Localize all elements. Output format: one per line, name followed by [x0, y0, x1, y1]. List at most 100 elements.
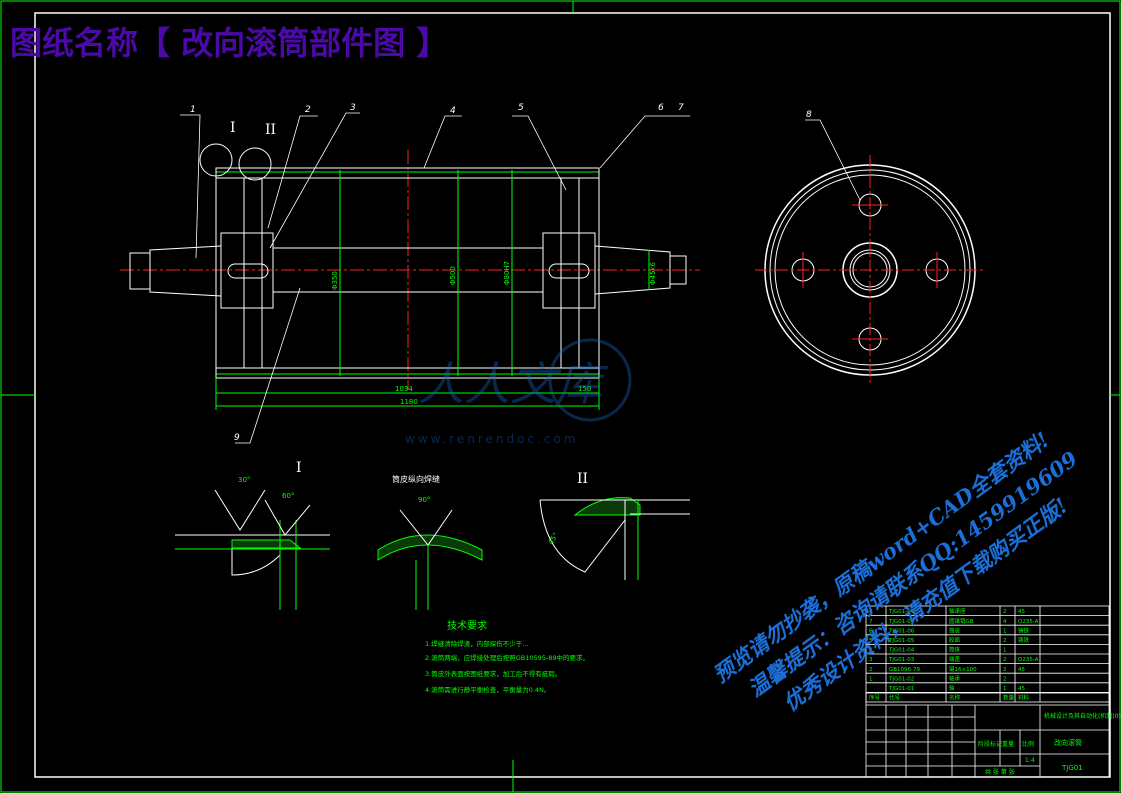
bom-cell: Q235-A — [1018, 619, 1039, 625]
detail-i-angle-30: 30° — [238, 476, 250, 484]
detail-circle-ii — [238, 147, 272, 181]
bom-cell: 筒体 — [949, 646, 961, 654]
detail-view-ii — [539, 497, 690, 580]
bom-cell: 6 — [869, 628, 873, 634]
tb-part-name: 改向滚筒 — [1054, 738, 1082, 747]
tech-req-item-3: 3.筒皮外表面按图纸要求，加工后不得有疵瑕。 — [425, 669, 561, 678]
shaft-left-end — [149, 245, 222, 297]
bom-cell: 7 — [869, 619, 873, 625]
detail-i-title: I — [296, 460, 302, 476]
tb-scale-value: 1:4 — [1025, 757, 1035, 764]
dim-text-vert-2: Φ500 — [449, 266, 457, 285]
detail-ii-angle: 45° — [547, 531, 560, 546]
balloon-8: 8 — [806, 110, 812, 120]
bom-cell: 键16×100 — [949, 665, 977, 673]
bom-cell: 铸铁 — [1018, 636, 1030, 644]
bom-cell: Q235-A — [1018, 657, 1039, 663]
logo-circle — [548, 338, 632, 422]
bom-cell: 胶面 — [949, 636, 961, 644]
bom-cell: TJG01-07 — [888, 619, 915, 625]
dim-text-vert-1: Φ350 — [331, 271, 339, 290]
bom-cell: 45 — [1018, 667, 1025, 673]
end-disc-right — [560, 177, 580, 369]
bom-cell: TJG01-07 — [888, 609, 915, 615]
side-view — [755, 155, 985, 385]
bom-cell: TJG01-04 — [888, 648, 915, 654]
bom-cell: 代号 — [889, 694, 901, 702]
bom-cell: 1 — [1003, 648, 1007, 654]
tech-req-heading: 技术要求 — [447, 619, 487, 632]
logo-url: www.renrendoc.com — [405, 432, 578, 446]
tb-stage-label: 阶段标记 — [978, 740, 1002, 748]
tech-req-item-2: 2.滚筒两端，应焊接处理后按照GB10595-89中的要求。 — [425, 653, 589, 662]
bom-cell: 铸铁 — [1018, 626, 1030, 634]
leader-3 — [269, 112, 360, 249]
balloon-5: 5 — [518, 103, 524, 113]
bom-cell: 数量 — [1003, 694, 1015, 702]
tech-req-item-4: 4.滚筒需进行静平衡检查，平衡量为0.4N。 — [425, 685, 550, 694]
bom-cell: 端盖 — [949, 655, 961, 663]
bom-cell: 轴承座 — [949, 607, 966, 615]
bom-cell: 圆锥销GB — [949, 617, 974, 625]
shaft-right-tip — [669, 255, 687, 285]
detail-circle-i — [199, 143, 233, 177]
dim-text-1034: 1034 — [395, 385, 413, 393]
bom-cell: 4 — [1003, 619, 1007, 625]
shaft-left-tip — [129, 252, 151, 290]
dim-text-1180: 1180 — [400, 398, 418, 406]
dim-text-vert-3: Φ80H7 — [503, 261, 511, 285]
bom-cell: 轴 — [949, 684, 955, 692]
leader-lines — [180, 112, 861, 444]
leader-5 — [512, 115, 567, 191]
bom-cell: 2 — [1003, 676, 1007, 682]
leader-8 — [805, 119, 861, 201]
logo-text: 人人文库 — [418, 357, 609, 411]
bom-cell: 2 — [1003, 657, 1007, 663]
detail-marker-i: I — [230, 120, 236, 136]
keyway-right — [548, 263, 590, 279]
tb-weight-label: 重量 — [1002, 740, 1014, 748]
balloon-9: 9 — [234, 433, 240, 443]
leader-9 — [235, 287, 301, 444]
bom-cell: 筒皮 — [949, 626, 961, 634]
hub-right — [542, 232, 596, 309]
detail-ii-title: II — [577, 471, 588, 487]
balloon-2: 2 — [305, 105, 311, 115]
detail-ii-arc — [539, 499, 626, 573]
bom-table — [865, 605, 1110, 703]
leader-1 — [180, 114, 201, 259]
balloon-7: 7 — [678, 103, 684, 113]
bom-cell: 45 — [1018, 609, 1025, 615]
bom-cell: 2 — [1003, 667, 1007, 673]
detail-i-angle-60: 60° — [282, 492, 294, 500]
bom-cell: 1 — [1003, 628, 1007, 634]
bom-cell: 45 — [1018, 686, 1025, 692]
leader-4 — [423, 115, 462, 169]
front-view — [120, 143, 700, 410]
bom-cell: 4 — [869, 648, 873, 654]
detail-view-i — [175, 489, 330, 610]
bom-cell: 3 — [869, 657, 873, 663]
bom-cell: TJG01-03 — [888, 657, 915, 663]
bom-cell: TJG01-01 — [888, 686, 914, 692]
bom-cell: TJG01-02 — [888, 676, 914, 682]
hub-left — [220, 232, 274, 309]
weld-section-title: 筒皮纵向焊缝 — [392, 474, 440, 484]
detail-i-angle-2 — [264, 499, 311, 536]
balloon-6: 6 — [658, 103, 664, 113]
tech-req-item-1: 1.焊缝清除焊渣，内部探伤不少于... — [425, 639, 528, 648]
balloon-4: 4 — [450, 106, 456, 116]
bom-cell: 名称 — [949, 694, 961, 702]
bom-cell: 5 — [869, 638, 873, 644]
bom-cell: 序号 — [869, 694, 881, 702]
drawing-title: 图纸名称【 改向滚筒部件图 】 — [10, 24, 448, 62]
bom-cell: 8 — [869, 609, 873, 615]
detail-i-weld — [231, 539, 302, 549]
title-block-border — [865, 692, 1110, 778]
title-block — [865, 692, 1110, 778]
bom-cell: 材料 — [1018, 694, 1030, 702]
bom-cell: 2 — [869, 667, 873, 673]
